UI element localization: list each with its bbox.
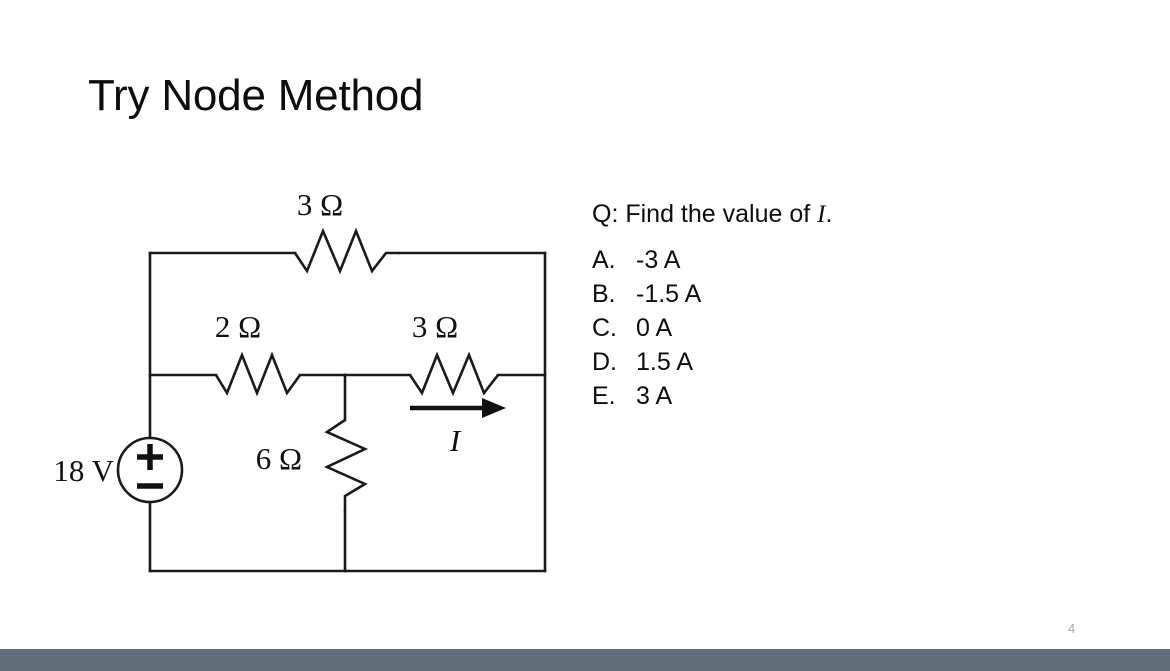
- voltage-source-label: 18 V: [53, 453, 114, 488]
- page-title: Try Node Method: [88, 71, 424, 120]
- answer-key-b: B.: [592, 280, 616, 308]
- resistor-top-3ohm-symbol: [293, 227, 400, 275]
- answer-option-b[interactable]: B. -1.5 A: [592, 277, 1012, 311]
- question-prompt-prefix: Q: Find the value of: [592, 200, 818, 228]
- footer-bar: [0, 649, 1170, 671]
- resistor-top-3ohm-label: 3 Ω: [297, 187, 343, 222]
- resistor-6ohm-label: 6 Ω: [256, 441, 302, 476]
- answer-key-a: A.: [592, 246, 616, 274]
- voltage-source-symbol: [116, 436, 184, 504]
- answer-text-e: 3 A: [636, 382, 673, 410]
- answer-key-e: E.: [592, 382, 616, 410]
- answer-text-c: 0 A: [636, 314, 673, 342]
- answer-key-d: D.: [592, 348, 617, 376]
- resistor-6ohm-symbol: [323, 418, 369, 512]
- answer-option-e[interactable]: E. 3 A: [592, 379, 1012, 413]
- resistor-3ohm-symbol: [408, 351, 500, 397]
- answer-key-c: C.: [592, 314, 617, 342]
- page-number: 4: [1068, 621, 1076, 636]
- answer-text-a: -3 A: [636, 246, 681, 274]
- resistor-2ohm-symbol: [214, 351, 302, 397]
- answer-text-b: -1.5 A: [636, 280, 702, 308]
- question-prompt-suffix: .: [825, 200, 833, 228]
- current-arrow-icon: [410, 398, 506, 418]
- answer-option-a[interactable]: A. -3 A: [592, 243, 1012, 277]
- current-label: I: [449, 423, 462, 458]
- question-prompt: Q: Find the value of I.: [592, 196, 1012, 233]
- question-prompt-variable: I: [817, 201, 826, 228]
- answer-text-d: 1.5 A: [636, 348, 693, 376]
- resistor-2ohm-label: 2 Ω: [215, 309, 261, 344]
- answer-option-d[interactable]: D. 1.5 A: [592, 345, 1012, 379]
- answer-option-c[interactable]: C. 0 A: [592, 311, 1012, 345]
- question-block: Q: Find the value of I. A. -3 A B. -1.5 …: [592, 196, 1012, 413]
- circuit-diagram: 3 Ω 2 Ω: [20, 175, 580, 595]
- resistor-3ohm-label: 3 Ω: [412, 309, 458, 344]
